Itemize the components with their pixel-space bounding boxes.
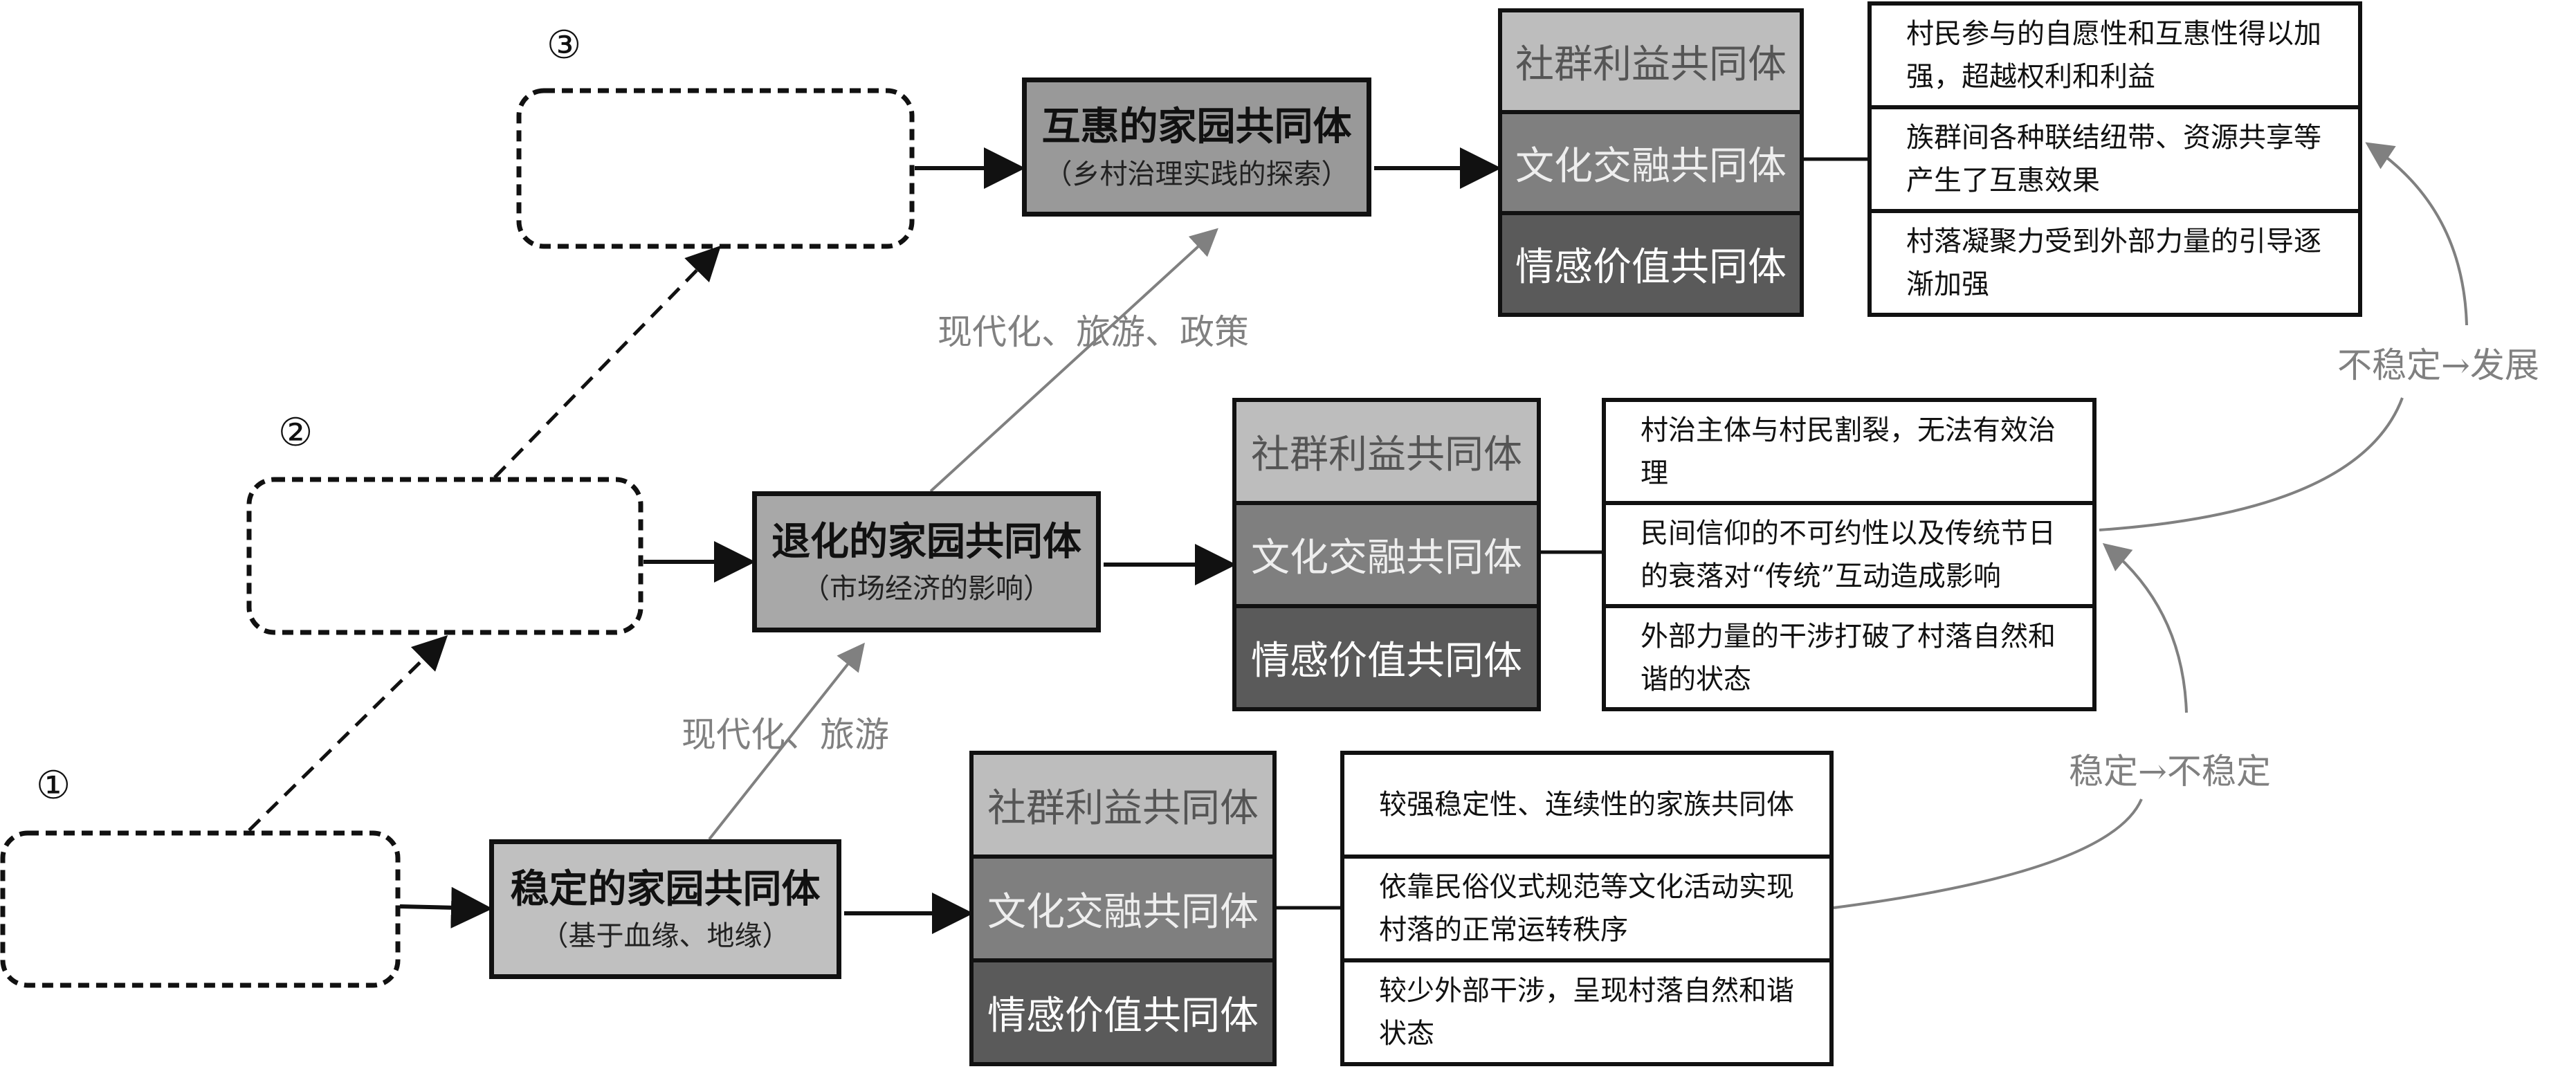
community-title-2: 退化的家园共同体 <box>771 519 1081 565</box>
stage-number-3: ③ <box>547 23 582 68</box>
dimension-stack-3: 社群利益共同体 文化交融共同体 情感价值共同体 <box>1498 8 1804 318</box>
community-box-degraded: 退化的家园共同体 （市场经济的影响） <box>752 491 1101 632</box>
driver-label-1-to-2: 现代化、旅游 <box>682 715 889 755</box>
dimension-social-interest-1: 社群利益共同体 <box>969 751 1277 859</box>
period-box-border-3 <box>516 88 915 249</box>
period-box-border-1 <box>0 830 401 988</box>
description-stack-3: 村民参与的自愿性和互惠性得以加强，超越权利和利益 族群间各种联结纽带、资源共享等… <box>1867 1 2362 317</box>
description-1-3: 较少外部干涉，呈现村落自然和谐状态 <box>1340 958 1834 1066</box>
dimension-emotional-value-3: 情感价值共同体 <box>1498 211 1804 318</box>
dimension-emotional-value-2: 情感价值共同体 <box>1232 604 1541 711</box>
transition-label-unstable-development: 不稳定→发展 <box>2337 345 2539 385</box>
dashed-arrow-1-to-2 <box>248 634 448 832</box>
community-box-stable: 稳定的家园共同体 （基于血缘、地缘） <box>489 839 841 979</box>
curve-unstable-to-development <box>2099 397 2404 531</box>
dimension-emotional-value-1: 情感价值共同体 <box>969 958 1277 1066</box>
community-subtitle-2: （市场经济的影响） <box>802 573 1051 605</box>
dimension-cultural-fusion-3: 文化交融共同体 <box>1498 109 1804 216</box>
transition-label-stable-unstable: 稳定→不稳定 <box>2069 751 2271 792</box>
community-subtitle-3: （乡村治理实践的探索） <box>1044 158 1349 190</box>
dimension-stack-1: 社群利益共同体 文化交融共同体 情感价值共同体 <box>969 751 1277 1066</box>
stage-number-1: ① <box>36 763 71 808</box>
description-2-3: 外部力量的干涉打破了村落自然和谐的状态 <box>1602 604 2097 711</box>
description-3-2: 族群间各种联结纽带、资源共享等产生了互惠效果 <box>1867 105 2362 213</box>
dimension-cultural-fusion-1: 文化交融共同体 <box>969 855 1277 962</box>
driver-label-2-to-3: 现代化、旅游、政策 <box>938 312 1249 352</box>
description-stack-1: 较强稳定性、连续性的家族共同体 依靠民俗仪式规范等文化活动实现村落的正常运转秩序… <box>1340 751 1834 1066</box>
description-3-1: 村民参与的自愿性和互惠性得以加强，超越权利和利益 <box>1867 1 2362 109</box>
description-2-2: 民间信仰的不可约性以及传统节日的衰落对“传统”互动造成影响 <box>1602 501 2097 608</box>
curve-stable-to-unstable-head <box>2102 542 2188 713</box>
stage-number-2: ② <box>278 410 313 455</box>
community-title-3: 互惠的家园共同体 <box>1041 104 1352 150</box>
dimension-cultural-fusion-2: 文化交融共同体 <box>1232 501 1541 608</box>
curve-unstable-to-development-head <box>2365 142 2468 326</box>
driver-arrow-2-to-3 <box>929 228 1218 493</box>
arrow-period1-community1 <box>399 886 493 929</box>
description-2-1: 村治主体与村民割裂，无法有效治理 <box>1602 398 2097 505</box>
period-box-border-2 <box>246 477 643 635</box>
dimension-social-interest-2: 社群利益共同体 <box>1232 398 1541 505</box>
community-box-reciprocal: 互惠的家园共同体 （乡村治理实践的探索） <box>1022 77 1371 217</box>
dimension-social-interest-3: 社群利益共同体 <box>1498 8 1804 114</box>
community-title-1: 稳定的家园共同体 <box>510 866 821 912</box>
description-1-1: 较强稳定性、连续性的家族共同体 <box>1340 751 1834 859</box>
description-3-3: 村落凝聚力受到外部力量的引导逐渐加强 <box>1867 209 2362 317</box>
dashed-arrow-2-to-3 <box>493 245 721 479</box>
description-stack-2: 村治主体与村民割裂，无法有效治理 民间信仰的不可约性以及传统节日的衰落对“传统”… <box>1602 398 2097 711</box>
description-1-2: 依靠民俗仪式规范等文化活动实现村落的正常运转秩序 <box>1340 855 1834 962</box>
dimension-stack-2: 社群利益共同体 文化交融共同体 情感价值共同体 <box>1232 398 1541 711</box>
curve-stable-to-unstable <box>1833 798 2143 909</box>
community-subtitle-1: （基于血缘、地缘） <box>540 920 790 953</box>
driver-arrow-1-to-2 <box>708 642 865 841</box>
